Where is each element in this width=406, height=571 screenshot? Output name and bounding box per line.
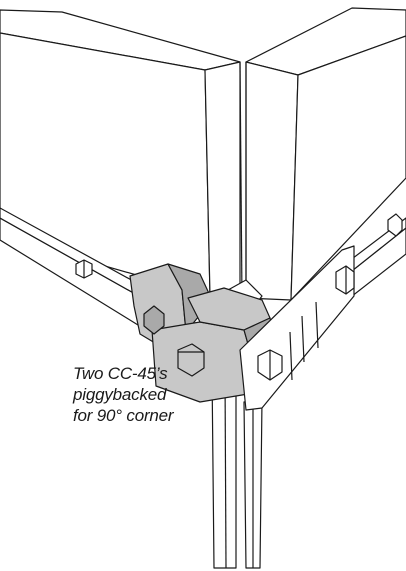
plate-slot-2 bbox=[301, 315, 305, 363]
bolt-right-rail bbox=[387, 213, 403, 237]
plate-slot-3 bbox=[315, 301, 319, 349]
bolt-end-plate bbox=[335, 265, 355, 295]
caption: Two CC-45’s piggybacked for 90° corner bbox=[73, 363, 233, 426]
corner-seam bbox=[239, 61, 243, 301]
bolt-left-rail bbox=[75, 259, 93, 279]
front-leg-line bbox=[224, 371, 227, 569]
plate-slot-1 bbox=[289, 331, 293, 381]
caption-line-3: for 90° corner bbox=[73, 406, 174, 425]
right-panel-front-face bbox=[290, 35, 406, 301]
left-panel-edge bbox=[204, 61, 241, 299]
caption-line-2: piggybacked bbox=[73, 385, 167, 404]
bolt-front-lower bbox=[257, 349, 283, 381]
right-panel-edge bbox=[245, 61, 299, 301]
bolt-front-clamp bbox=[177, 343, 205, 377]
bolt-rear-clamp bbox=[143, 305, 165, 335]
caption-line-1: Two CC-45’s bbox=[73, 364, 168, 383]
